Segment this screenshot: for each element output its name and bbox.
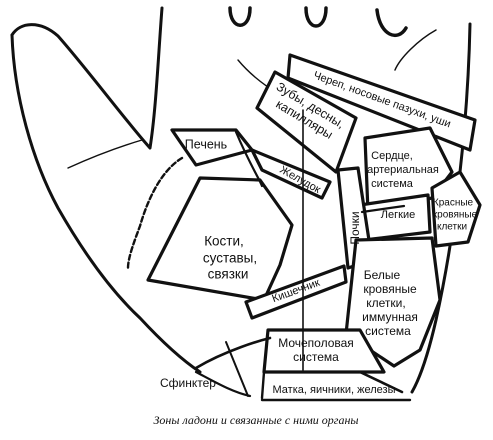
zone-teeth	[255, 70, 358, 174]
label-white-cells-4: иммунная	[362, 310, 418, 324]
finger-tips	[228, 6, 437, 71]
hand-outline	[10, 6, 472, 402]
label-white-cells-5: система	[365, 324, 411, 338]
label-red-cells-1: Красные	[433, 198, 474, 209]
zone-urogenital	[262, 328, 386, 374]
label-sphincter: Сфинктер	[160, 376, 216, 390]
label-heart-3: система	[371, 178, 414, 190]
label-bones-1: Кости,	[204, 234, 244, 249]
label-lungs: Легкие	[381, 209, 415, 221]
label-white-cells-2: кровяные	[363, 282, 417, 296]
zones	[146, 53, 482, 374]
zone-intestine	[244, 264, 348, 320]
label-urogenital-2: система	[293, 350, 339, 364]
figure-caption: Зоны ладони и связанные с ними органы	[153, 413, 358, 427]
zone-stomach	[250, 148, 332, 200]
label-kidneys: Почки	[348, 211, 362, 244]
label-urogenital-1: Мочеполовая	[278, 336, 354, 350]
label-bones-3: связки	[208, 267, 249, 282]
zone-dividers	[194, 109, 406, 400]
label-bones-2: суставы,	[203, 251, 257, 266]
zone-skull	[286, 53, 477, 152]
label-red-cells-2: кровяные	[433, 210, 478, 221]
label-white-cells-1: Белые	[364, 268, 401, 282]
label-red-cells-3: клетки	[437, 222, 467, 233]
label-heart-1: Сердце,	[371, 150, 413, 162]
label-liver: Печень	[185, 137, 227, 151]
label-heart-2: артериальная	[367, 164, 439, 176]
zone-red-cells	[430, 170, 482, 248]
label-white-cells-3: клетки,	[366, 296, 405, 310]
label-uterus: Матка, яичники, железы	[273, 384, 396, 396]
